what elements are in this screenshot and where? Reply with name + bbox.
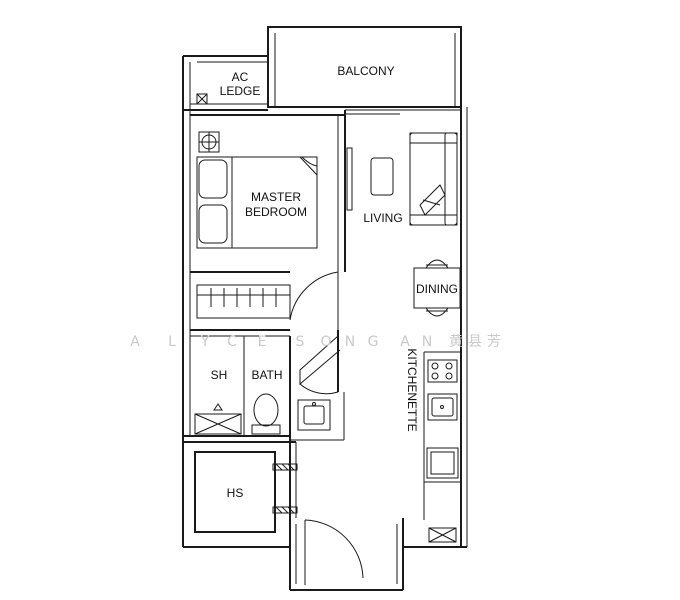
ac-unit-icon (196, 93, 208, 105)
shower-trap-icon (194, 403, 242, 435)
bedroom-door-icon (289, 271, 339, 330)
lamp-icon (198, 131, 220, 153)
label-kitchenette: KITCHENETTE (405, 348, 419, 431)
bed-icon (196, 156, 318, 249)
entrance-door-icon (304, 519, 364, 585)
toilet-icon (251, 393, 281, 435)
washer-icon (428, 527, 457, 543)
outer-walls (182, 26, 468, 591)
watermark-char: O (320, 334, 331, 350)
label-master-1: MASTER (251, 190, 301, 204)
watermark-char: S (296, 334, 305, 350)
watermark-char: G (368, 334, 379, 350)
watermark-char: N (345, 334, 355, 350)
bath-door-icon (290, 330, 345, 441)
watermark-char: 芳 (487, 333, 501, 350)
label-dining: DINING (416, 282, 458, 296)
tv-icon (346, 147, 353, 211)
watermark-char: A (400, 334, 410, 350)
label-sh: SH (211, 368, 228, 382)
wardrobe-icon (196, 284, 291, 319)
dining-table-icon (413, 259, 461, 317)
watermark-char: 县 (468, 334, 482, 350)
watermark-char: L (168, 334, 176, 350)
label-living: LIVING (363, 211, 402, 225)
coffee-table-icon (370, 157, 394, 196)
kitchenette (423, 351, 461, 543)
sink-icon (427, 393, 458, 421)
label-master-2: BEDROOM (245, 205, 307, 219)
label-balcony: BALCONY (337, 64, 394, 78)
watermark-char: C (227, 334, 237, 350)
watermark-char: A (130, 334, 140, 350)
master-bedroom (190, 110, 346, 330)
watermark-char: N (422, 334, 432, 350)
label-hs: HS (227, 486, 244, 500)
watermark-char: 黄 (449, 333, 463, 350)
label-bath: BATH (251, 368, 282, 382)
living-area (345, 106, 461, 317)
watermark-char: Y (200, 334, 210, 350)
hob-icon (427, 359, 458, 383)
fridge-icon (424, 447, 461, 483)
basin-icon (297, 399, 331, 431)
ac-ledge (183, 55, 268, 111)
label-ac-ledge-1: AC (232, 70, 249, 84)
hs-door-icon (272, 463, 298, 514)
label-ac-ledge-2: LEDGE (220, 84, 261, 98)
watermark-char: E (258, 334, 267, 350)
household-shelter (183, 441, 298, 533)
sofa-icon (409, 132, 458, 226)
bathroom (183, 329, 345, 442)
